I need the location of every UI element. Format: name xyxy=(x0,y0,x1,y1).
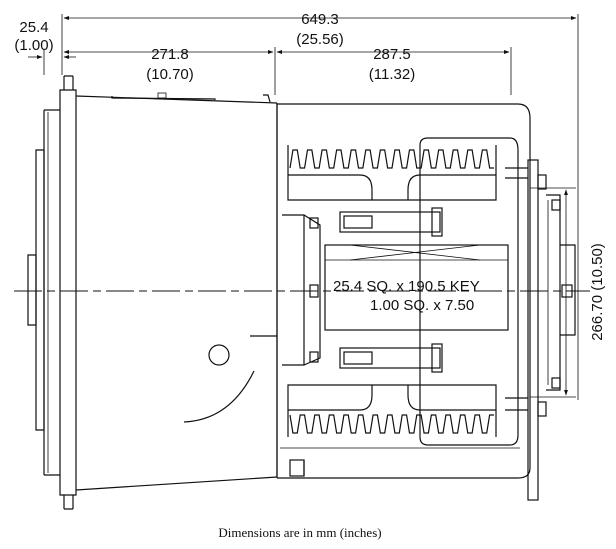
upper-gear-teeth xyxy=(289,149,494,169)
drum-in-label: (11.32) xyxy=(369,66,415,83)
dimension-lines xyxy=(28,14,579,400)
overall-mm-label: 649.3 xyxy=(301,11,339,28)
motor-housing xyxy=(27,75,321,510)
height-label: 266.70 (10.50) xyxy=(589,243,606,341)
key-note-line-1: 25.4 SQ. x 190.5 KEY xyxy=(333,278,480,295)
lower-gear-teeth xyxy=(289,414,494,434)
dimension-labels: 25.4 (1.00) 649.3 (25.56) 271.8 (10.70) … xyxy=(14,11,606,341)
flange-in-label: (1.00) xyxy=(14,37,53,54)
housing-mm-label: 271.8 xyxy=(151,46,189,63)
overall-in-label: (25.56) xyxy=(296,31,344,48)
key-specification: 25.4 SQ. x 190.5 KEY 1.00 SQ. x 7.50 xyxy=(333,278,480,314)
key-note-line-2: 1.00 SQ. x 7.50 xyxy=(370,297,474,314)
housing-in-label: (10.70) xyxy=(146,66,194,83)
units-caption: Dimensions are in mm (inches) xyxy=(218,525,381,540)
drum-mm-label: 287.5 xyxy=(373,46,411,63)
output-end-plate xyxy=(505,159,576,501)
coupling-drum xyxy=(276,103,531,479)
flange-mm-label: 25.4 xyxy=(19,19,48,36)
